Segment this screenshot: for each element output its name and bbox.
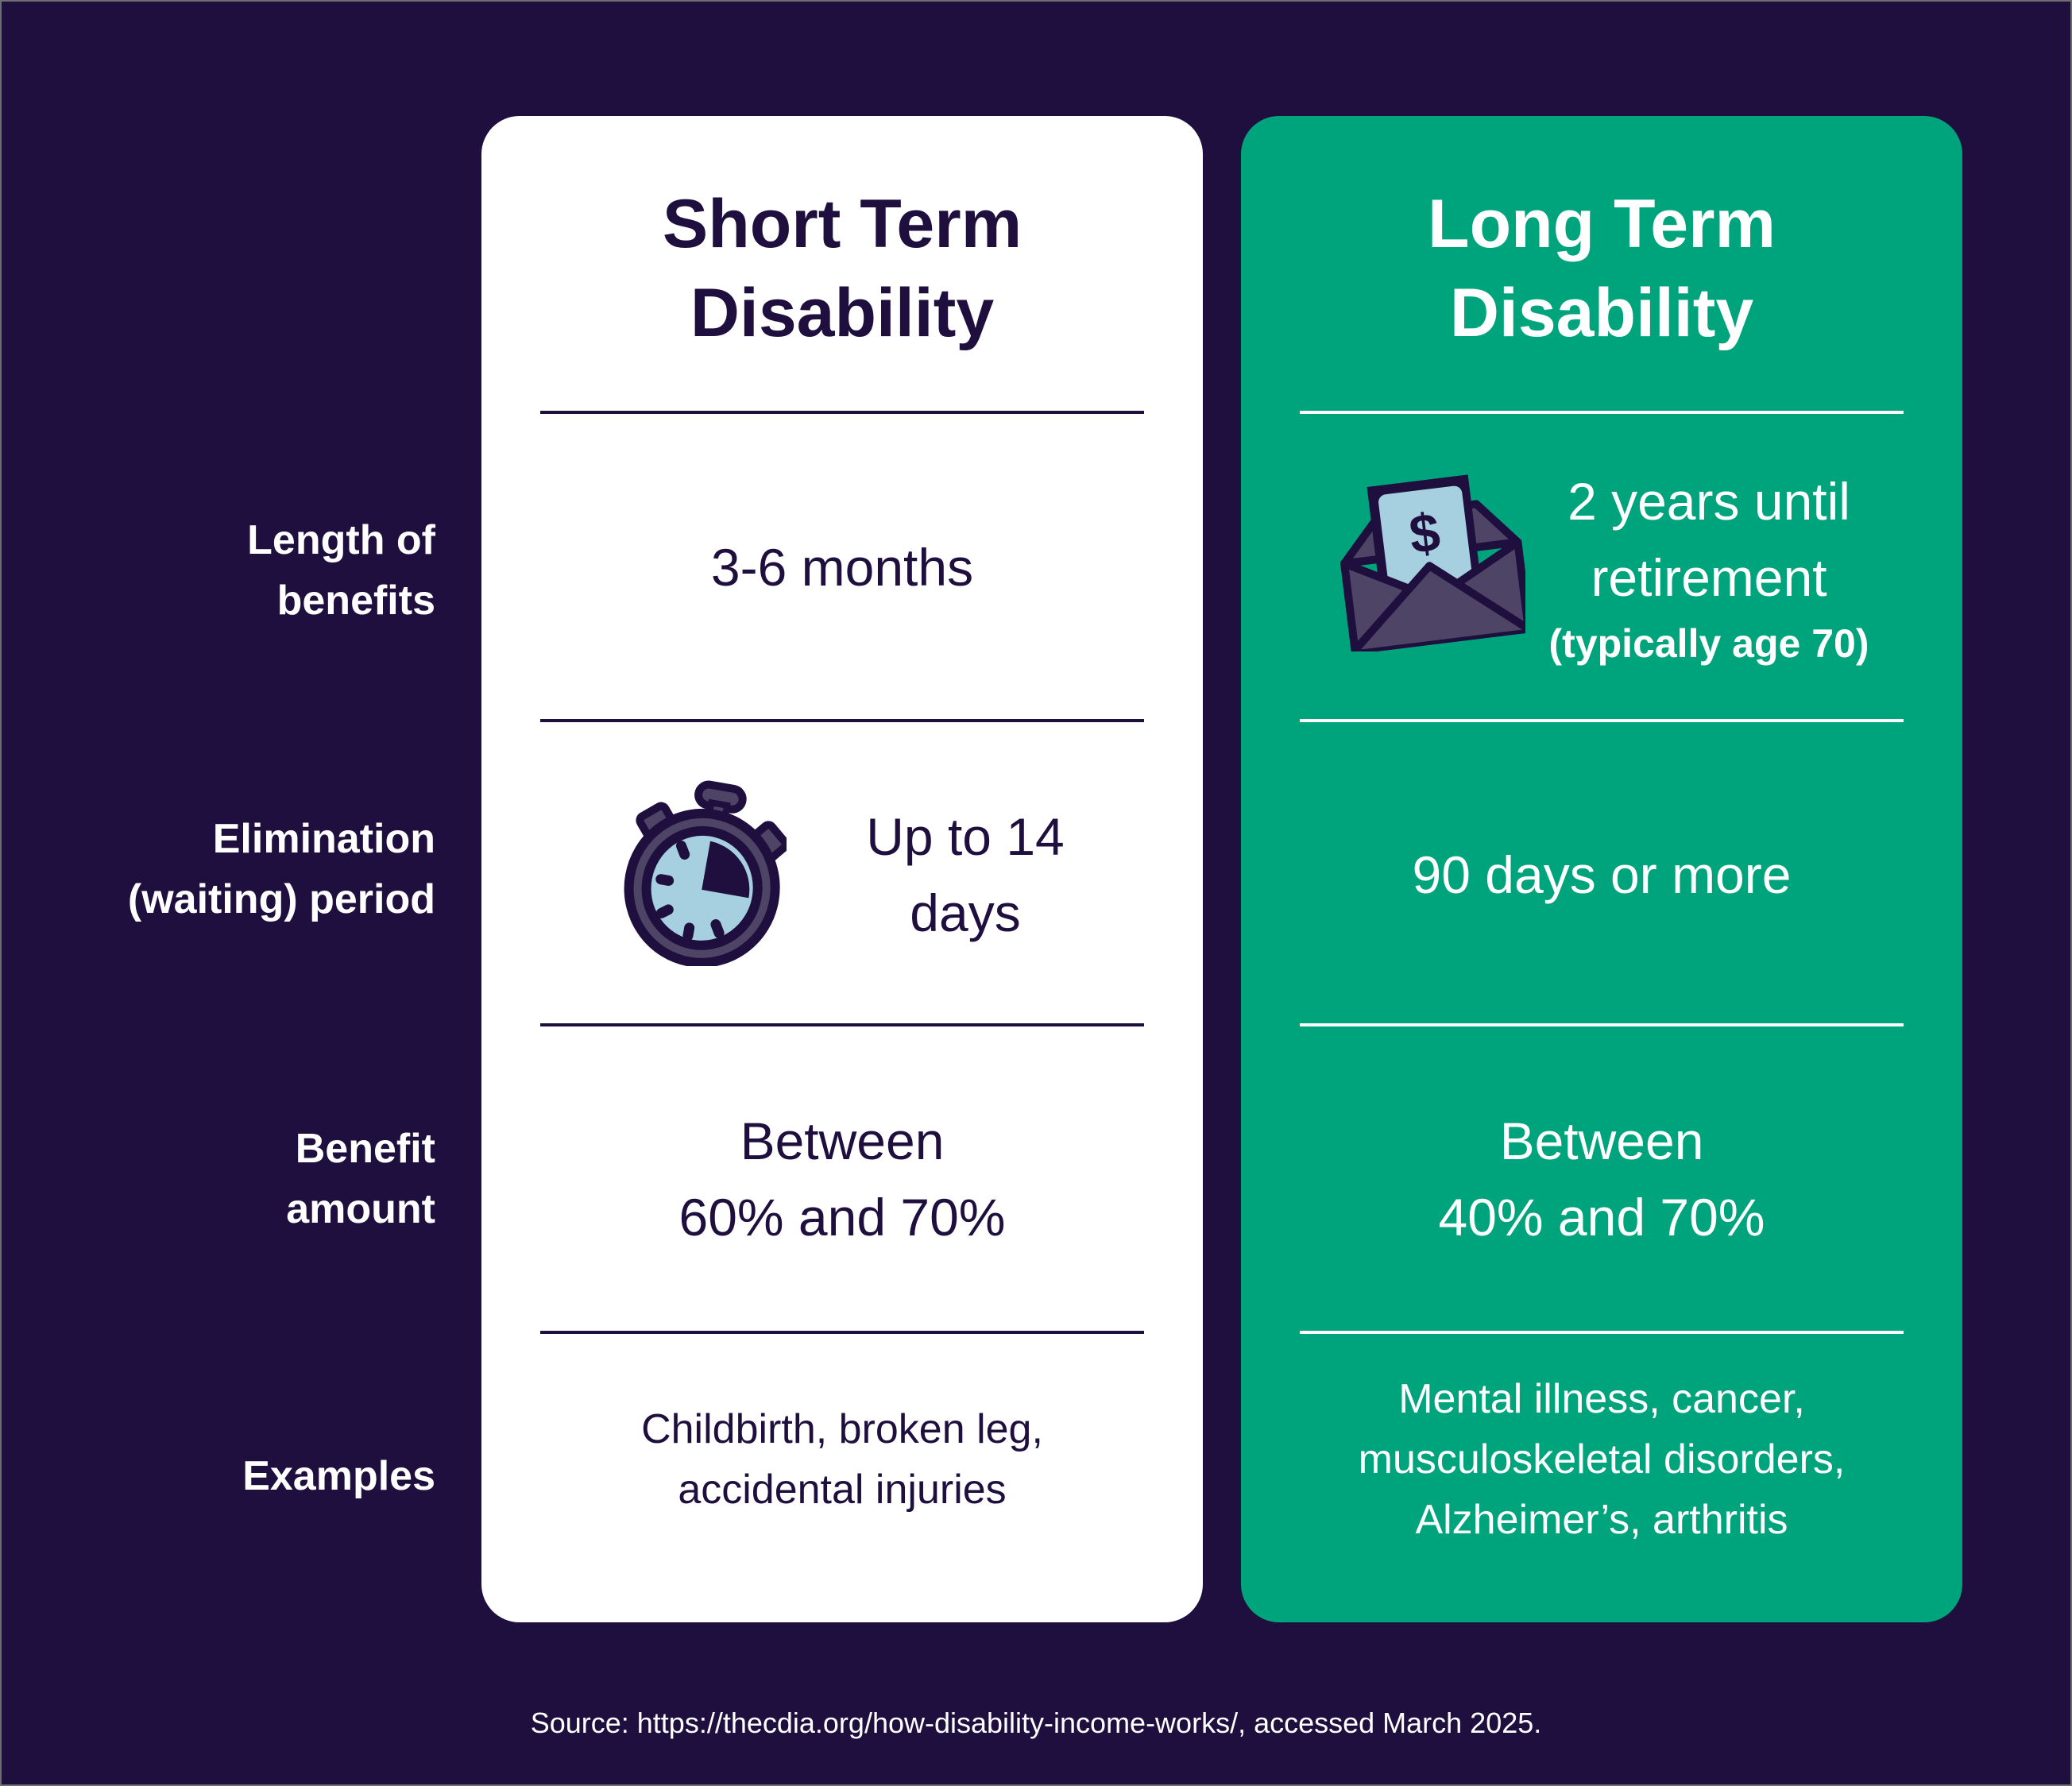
short-elimination-cell: Up to 14 days	[481, 722, 1203, 1026]
short-elimination-value: Up to 14 days	[866, 798, 1065, 951]
short-benefit-cell: Between 60% and 70%	[481, 1026, 1203, 1332]
source-citation: Source: https://thecdia.org/how-disabili…	[530, 1707, 1542, 1739]
row-label-benefit-amount: Benefit amount	[70, 1119, 435, 1239]
value-line: Mental illness, cancer,	[1398, 1376, 1805, 1422]
short-examples-cell: Childbirth, broken leg, accidental injur…	[481, 1334, 1203, 1585]
divider	[1300, 1023, 1904, 1026]
short-benefit-value: Between 60% and 70%	[679, 1103, 1006, 1255]
title-line: Long Term	[1428, 186, 1776, 262]
long-length-cell: $ 2 years until retirement (typically ag…	[1241, 414, 1962, 721]
value-line: days	[910, 883, 1021, 942]
long-examples-value: Mental illness, cancer, musculoskeletal …	[1359, 1369, 1846, 1550]
row-label-line: Examples	[242, 1453, 435, 1499]
value-line: 2 years until	[1568, 472, 1850, 531]
title-line: Disability	[690, 275, 995, 351]
divider	[1300, 719, 1904, 722]
svg-text:$: $	[1405, 501, 1443, 565]
long-term-card: Long Term Disability $ 2 years u	[1241, 116, 1962, 1622]
long-elimination-value: 90 days or more	[1412, 845, 1792, 904]
long-benefit-value: Between 40% and 70%	[1439, 1103, 1765, 1255]
row-label-line: benefits	[276, 578, 435, 624]
divider	[1300, 1331, 1904, 1334]
long-examples-cell: Mental illness, cancer, musculoskeletal …	[1241, 1334, 1962, 1585]
length-note: (typically age 70)	[1548, 621, 1869, 666]
long-length-value: 2 years until retirement (typically age …	[1549, 463, 1869, 671]
value-line: Up to 14	[866, 806, 1065, 866]
divider	[540, 719, 1144, 722]
value-line: Between	[740, 1111, 945, 1170]
title-line: Short Term	[662, 186, 1022, 262]
short-term-card: Short Term Disability 3-6 months	[481, 116, 1203, 1622]
divider	[540, 1331, 1144, 1334]
value-line: 40% and 70%	[1438, 1188, 1765, 1247]
short-length-cell: 3-6 months	[481, 414, 1203, 721]
row-label-examples: Examples	[70, 1446, 435, 1506]
value-line: Childbirth, broken leg,	[641, 1406, 1043, 1452]
long-elimination-cell: 90 days or more	[1241, 722, 1962, 1026]
short-examples-value: Childbirth, broken leg, accidental injur…	[641, 1399, 1043, 1520]
short-term-title: Short Term Disability	[481, 180, 1203, 358]
long-term-title: Long Term Disability	[1241, 180, 1962, 358]
stopwatch-icon	[620, 779, 790, 970]
value-line: Between	[1499, 1111, 1704, 1170]
value-line: musculoskeletal disorders,	[1358, 1436, 1846, 1483]
money-envelope-icon: $	[1335, 464, 1533, 655]
row-label-line: (waiting) period	[127, 876, 435, 922]
divider	[1300, 411, 1904, 414]
row-label-length-of-benefits: Length of benefits	[70, 510, 435, 631]
row-label-line: Elimination	[212, 816, 435, 862]
title-line: Disability	[1449, 275, 1754, 351]
row-label-line: Benefit	[295, 1126, 435, 1172]
row-label-elimination-period: Elimination (waiting) period	[70, 809, 435, 930]
value-line: Alzheimer’s, arthritis	[1415, 1497, 1788, 1543]
divider	[540, 1023, 1144, 1026]
divider	[540, 411, 1144, 414]
short-length-value: 3-6 months	[710, 538, 974, 597]
long-benefit-cell: Between 40% and 70%	[1241, 1026, 1962, 1332]
row-label-line: Length of	[247, 517, 435, 563]
value-line: accidental injuries	[678, 1467, 1007, 1513]
value-line: retirement	[1591, 548, 1827, 607]
row-label-line: amount	[286, 1186, 435, 1232]
value-line: 60% and 70%	[678, 1188, 1006, 1247]
